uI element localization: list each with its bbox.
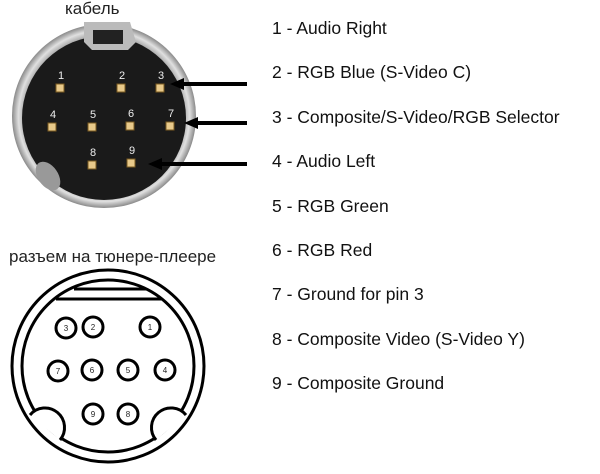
socket-pin-label: 8 (126, 410, 131, 419)
pinout-item: 8 - Composite Video (S-Video Y) (272, 328, 525, 349)
socket-pin-label: 3 (64, 324, 69, 333)
socket-pin-label: 2 (91, 323, 96, 332)
pinout-item: 4 - Audio Left (272, 151, 376, 172)
socket-pin-label: 7 (56, 367, 61, 376)
photo-pin-1: 1 (55, 70, 65, 93)
pinout-item: 7 - Ground for pin 3 (272, 284, 424, 305)
socket-pin-group: 1 2 3 4 5 6 7 8 9 (46, 315, 177, 426)
arrows (148, 78, 247, 170)
pinout-list: 1 - Audio Right 2 - RGB Blue (S-Video C)… (272, 18, 560, 418)
photo-pin-3: 3 (155, 70, 165, 93)
pinout-item: 9 - Composite Ground (272, 373, 445, 394)
socket-pin-label: 9 (91, 410, 96, 419)
photo-pin-label: 4 (50, 109, 56, 121)
socket-pin-6: 6 (80, 358, 104, 382)
socket-pin-4: 4 (153, 358, 177, 382)
pinout-item: 6 - RGB Red (272, 239, 373, 260)
cable-connector-photo (12, 22, 196, 208)
photo-pin-9: 9 (126, 145, 136, 168)
pinout-item: 1 - Audio Right (272, 18, 387, 38)
socket-pin-9: 9 (81, 402, 105, 426)
socket-pin-2: 2 (81, 315, 105, 339)
socket-pin-label: 6 (90, 366, 95, 375)
socket-caption: разъем на тюнере-плеере (9, 247, 217, 266)
socket-drawing (10, 268, 206, 464)
photo-pin-label: 7 (168, 108, 174, 120)
photo-pin-label: 1 (58, 70, 64, 82)
photo-pin-8: 8 (87, 147, 97, 170)
photo-pin-label: 5 (90, 109, 96, 121)
photo-pin-label: 3 (158, 70, 164, 82)
socket-pin-8: 8 (116, 402, 140, 426)
photo-pin-7: 7 (165, 108, 175, 131)
cable-caption: кабель (65, 0, 120, 18)
socket-pin-label: 4 (163, 366, 168, 375)
pinout-item: 2 - RGB Blue (S-Video C) (272, 62, 472, 83)
socket-pin-7: 7 (46, 359, 70, 383)
socket-pin-label: 5 (126, 366, 131, 375)
photo-pin-6: 6 (125, 108, 135, 131)
photo-pin-label: 6 (128, 108, 134, 120)
pinout-item: 5 - RGB Green (272, 195, 389, 216)
photo-pin-label: 9 (129, 145, 135, 157)
socket-pin-5: 5 (116, 358, 140, 382)
photo-pin-2: 2 (116, 70, 126, 93)
photo-pin-label: 8 (90, 147, 96, 159)
photo-pin-label: 2 (119, 70, 125, 82)
photo-pin-group: 1 2 3 4 5 6 7 8 9 (47, 70, 175, 170)
photo-pin-4: 4 (47, 109, 57, 132)
socket-pin-label: 1 (148, 323, 153, 332)
photo-pin-5: 5 (87, 109, 97, 132)
pinout-item: 3 - Composite/S-Video/RGB Selector (272, 106, 560, 127)
socket-pin-3: 3 (54, 316, 78, 340)
socket-pin-1: 1 (138, 315, 162, 339)
